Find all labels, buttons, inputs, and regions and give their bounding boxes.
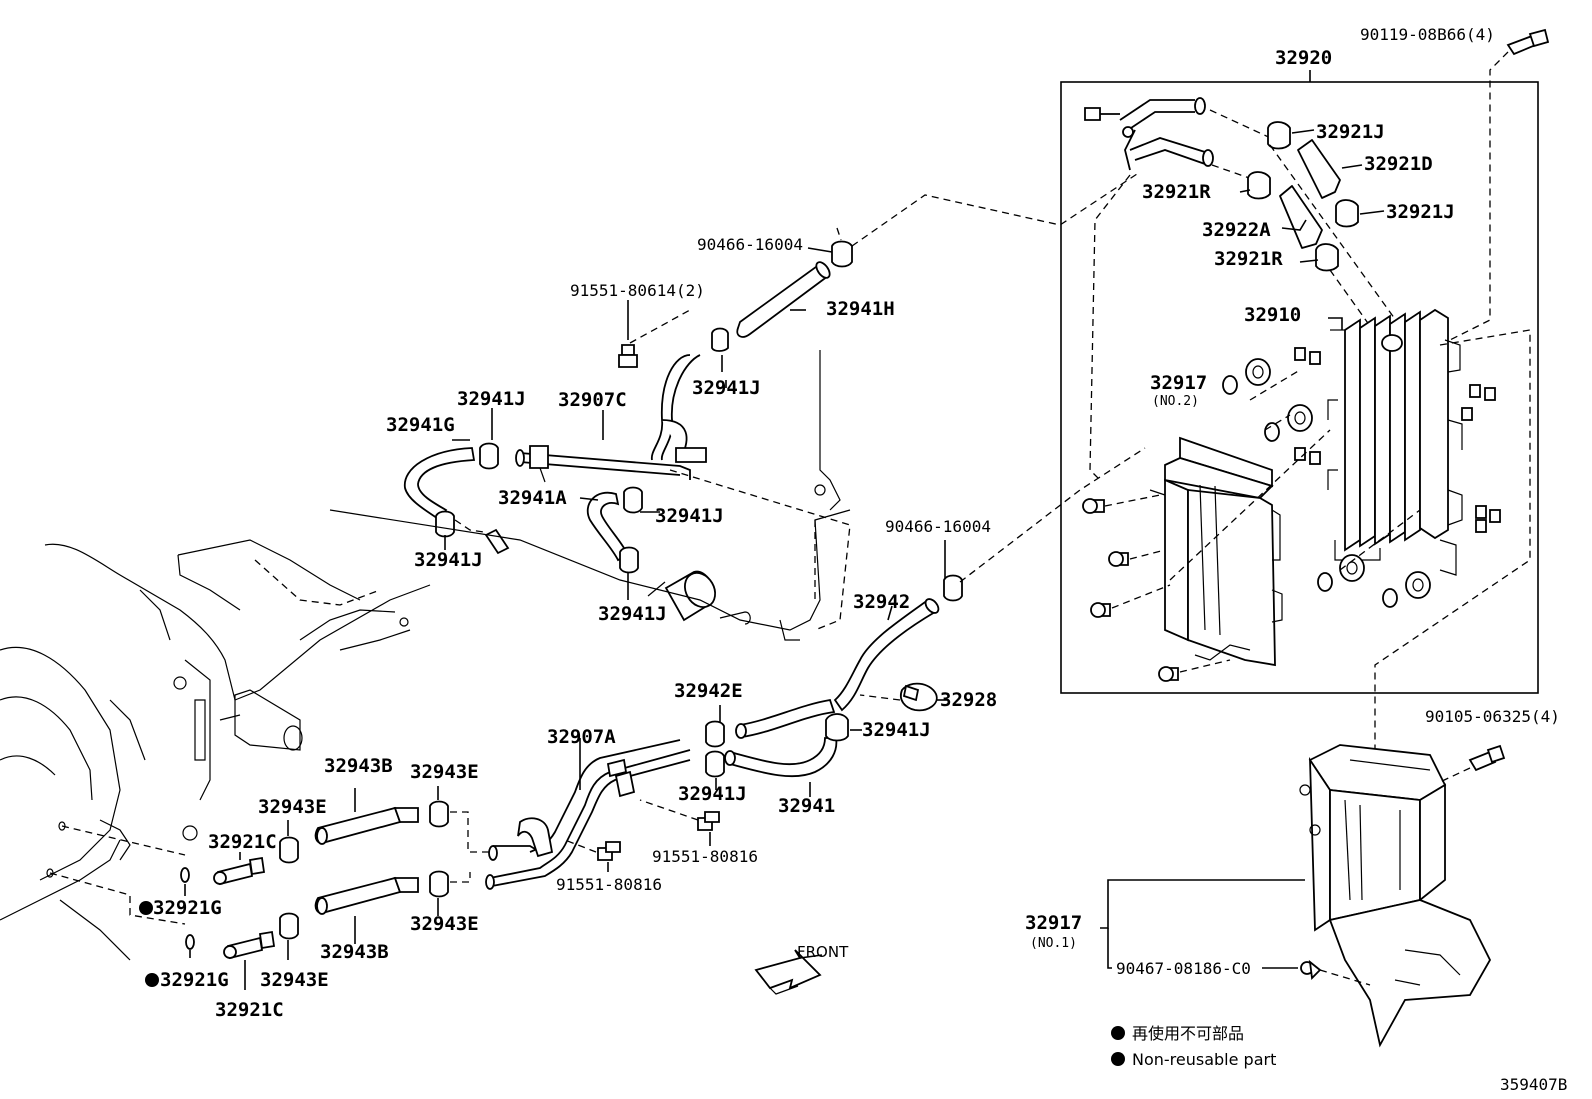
label-32921R-b: 32921R	[1214, 248, 1283, 270]
bolt-icon	[564, 839, 621, 872]
label-32917-no2-sub: (NO.2)	[1152, 394, 1199, 409]
bolt-icon	[1084, 107, 1120, 121]
hose-clip-icon	[279, 800, 449, 940]
oil-cooler-assembly-box	[1060, 70, 1539, 694]
hose-32943B-upper	[314, 788, 419, 845]
engine-outline	[0, 539, 431, 961]
label-32917-no2: 32917	[1150, 372, 1207, 394]
cooler-hose	[1279, 139, 1341, 249]
hose-clip-icon	[435, 510, 455, 538]
label-32928: 32928	[940, 689, 997, 711]
label-90466-b: 90466-16004	[885, 517, 991, 536]
hose-32941H	[736, 261, 831, 338]
label-32941J-g: 32941J	[678, 783, 747, 805]
label-32921J-a: 32921J	[1316, 121, 1385, 143]
label-32941J-e: 32941J	[598, 603, 667, 625]
cooler-duct-no1	[1299, 744, 1492, 1048]
oil-cooler-core	[1327, 308, 1463, 576]
leader-lines-upper	[721, 171, 1141, 372]
hose-32941G	[404, 447, 476, 522]
mount-outline	[329, 350, 851, 641]
label-32921R-a: 32921R	[1142, 181, 1211, 203]
hose-clip-icon	[1247, 121, 1359, 272]
hose-32943B-lower	[314, 876, 419, 944]
label-32943E-b: 32943E	[258, 796, 327, 818]
label-32921J-b: 32921J	[1386, 201, 1455, 223]
hose-32942	[833, 598, 940, 712]
label-32943E-c: 32943E	[410, 913, 479, 935]
label-32942E: 32942E	[674, 680, 743, 702]
label-32910: 32910	[1244, 304, 1301, 326]
leader-lines-bottom-left	[287, 786, 492, 960]
legend-english: Non-reusable part	[1132, 1050, 1276, 1069]
label-32907C: 32907C	[558, 389, 627, 411]
label-32943B-b: 32943B	[320, 941, 389, 963]
label-91551-b: 91551-80816	[652, 847, 758, 866]
label-91551-c: 91551-80816	[556, 875, 662, 894]
legend-japanese: 再使用不可部品	[1132, 1024, 1244, 1043]
label-32941J-b: 32941J	[692, 377, 761, 399]
label-91551-a: 91551-80614(2)	[570, 281, 705, 300]
label-90466-a: 90466-16004	[697, 235, 803, 254]
label-90119: 90119-08B66(4)	[1360, 25, 1495, 44]
label-32941G: 32941G	[386, 414, 455, 436]
hose-32942E	[735, 698, 836, 739]
label-32941A: 32941A	[498, 487, 567, 509]
label-32941J-a: 32941J	[457, 388, 526, 410]
label-32921C-a: 32921C	[208, 831, 277, 853]
pipe-32907A	[485, 739, 691, 890]
label-32943E-d: 32943E	[260, 969, 329, 991]
bolt-icon	[1439, 28, 1550, 346]
label-32942: 32942	[853, 591, 910, 613]
hose-clip-icon	[711, 240, 853, 352]
label-32920: 32920	[1275, 47, 1332, 69]
non-reusable-marker-icon	[139, 901, 159, 987]
bolt-icon	[618, 300, 691, 368]
label-32941J-d: 32941J	[414, 549, 483, 571]
leader-lines-duct-no1	[1100, 879, 1305, 969]
pipe-32907C	[515, 354, 707, 483]
bolt-icon	[639, 799, 720, 846]
hose-clip-icon	[619, 486, 643, 574]
cooler-duct-no2	[1149, 436, 1283, 667]
clamp-32928	[859, 682, 948, 712]
label-32907A: 32907A	[547, 726, 616, 748]
label-32922A: 32922A	[1202, 219, 1271, 241]
leader-lines-mid	[444, 380, 727, 600]
label-32943E-a: 32943E	[410, 761, 479, 783]
label-90105: 90105-06325(4)	[1425, 707, 1560, 726]
label-32921D: 32921D	[1364, 153, 1433, 175]
cushion-parts	[1222, 347, 1501, 608]
cooler-pipes	[1089, 97, 1276, 481]
legend-marker-icon	[1111, 1026, 1125, 1066]
label-32941: 32941	[778, 795, 835, 817]
label-32941H: 32941H	[826, 298, 895, 320]
label-32921G-b: 32921G	[160, 969, 229, 991]
front-label: FRONT	[797, 943, 849, 961]
label-32921G-a: 32921G	[153, 897, 222, 919]
hose-clip-icon	[705, 574, 963, 778]
leader-lines-cooler	[1239, 129, 1411, 341]
label-32917-no1-sub: (NO.1)	[1030, 936, 1077, 951]
front-arrow-icon	[754, 949, 823, 995]
figure-number: 359407B	[1500, 1075, 1567, 1094]
leader-lines-lower-mid	[715, 447, 1146, 797]
bolts-duct-no2	[1082, 329, 1531, 820]
label-32941J-f: 32941J	[862, 719, 931, 741]
gasket-32921G	[180, 867, 195, 958]
label-32943B-a: 32943B	[324, 755, 393, 777]
label-32917-no1: 32917	[1025, 912, 1082, 934]
label-90467: 90467-08186-C0	[1116, 959, 1251, 978]
label-32941J-c: 32941J	[655, 505, 724, 527]
clip-icon	[1300, 959, 1371, 986]
hose-clip-icon	[479, 442, 499, 470]
pipe-stub	[484, 528, 510, 555]
bolt-icon	[1439, 744, 1506, 783]
union-fitting-32921C	[213, 852, 276, 990]
label-32921C-b: 32921C	[215, 999, 284, 1021]
hose-32941	[724, 737, 838, 778]
